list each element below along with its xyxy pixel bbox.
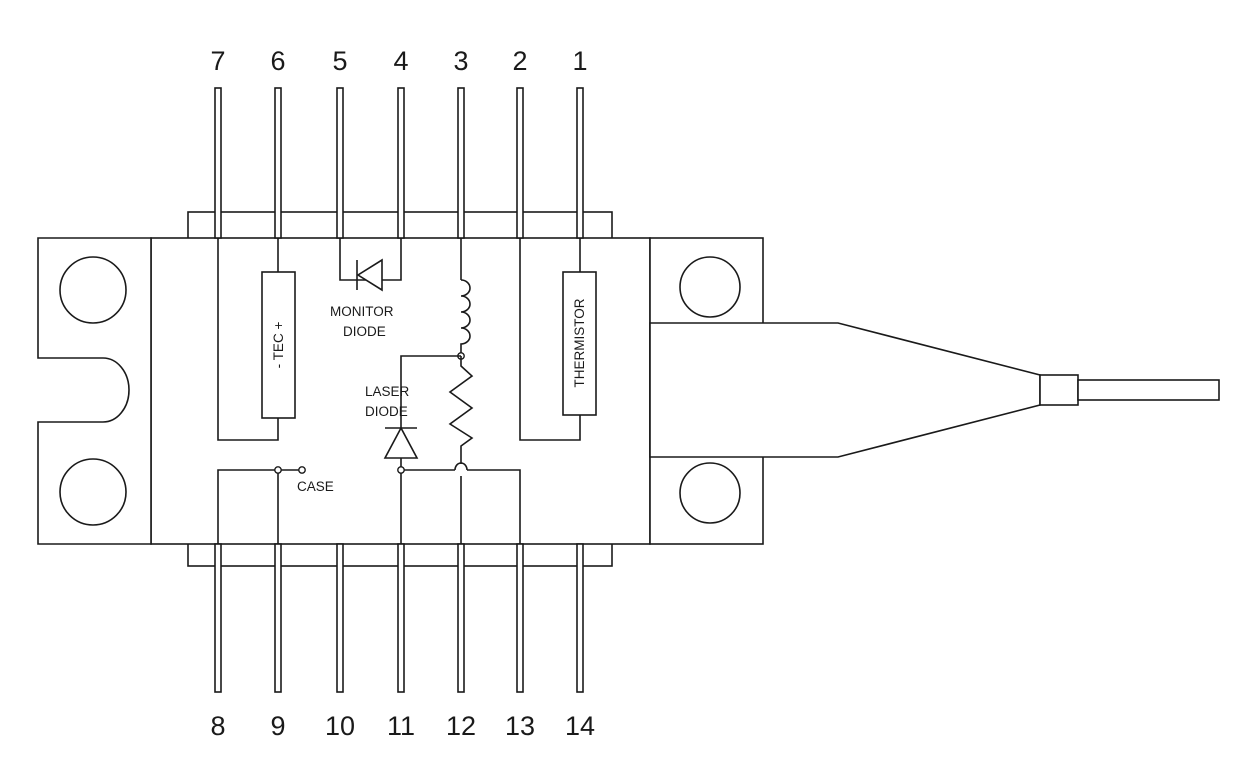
optical-fiber — [1077, 379, 1220, 401]
lead-pin-14 — [576, 543, 584, 693]
bottom-leads — [214, 543, 584, 693]
case-ground-circuit: CASE — [217, 466, 334, 544]
pin-number-12: 12 — [446, 711, 476, 741]
pin-number-13: 13 — [505, 711, 535, 741]
thermistor-label: THERMISTOR — [572, 298, 587, 387]
lead-pin-3 — [457, 87, 465, 239]
pin-number-5: 5 — [332, 46, 347, 76]
lead-pin-6 — [274, 87, 282, 239]
pin-number-7: 7 — [210, 46, 225, 76]
lead-pin-13 — [516, 543, 524, 693]
lead-pin-12 — [457, 543, 465, 693]
left-upper-mounting-hole — [59, 256, 127, 324]
lead-pin-9 — [274, 543, 282, 693]
laser-diode-label-line2: DIODE — [365, 404, 408, 419]
pin-number-14: 14 — [565, 711, 595, 741]
fiber-ferrule — [1039, 374, 1079, 406]
lead-pin-4 — [397, 87, 405, 239]
thermistor-circuit: THERMISTOR — [519, 238, 597, 441]
lead-pin-10 — [336, 543, 344, 693]
tec-element — [261, 271, 296, 419]
resistor-symbol — [448, 356, 474, 460]
monitor-diode-symbol — [356, 258, 383, 292]
case-node-dot — [274, 466, 282, 474]
pin-number-1: 1 — [572, 46, 587, 76]
top-leads — [214, 87, 584, 239]
case-label: CASE — [297, 479, 334, 494]
right-upper-mounting-hole — [679, 256, 741, 318]
inductor-symbol — [460, 279, 471, 356]
tec-label: - TEC + — [271, 322, 286, 369]
monitor-diode-label-line2: DIODE — [343, 324, 386, 339]
pin-number-11: 11 — [387, 711, 415, 741]
pin-number-10: 10 — [325, 711, 355, 741]
bias-network — [448, 238, 474, 544]
right-lower-mounting-hole — [679, 462, 741, 524]
monitor-diode-label-line1: MONITOR — [330, 304, 394, 319]
node-dot-lower — [397, 466, 405, 474]
pin-number-9: 9 — [270, 711, 285, 741]
thermistor-element — [562, 271, 597, 416]
bottom-pin-numbers: 8 9 10 11 12 13 14 — [210, 711, 595, 741]
fiber-boot — [649, 322, 1041, 458]
lead-pin-2 — [516, 87, 524, 239]
left-lower-mounting-hole — [59, 458, 127, 526]
tec-circuit: - TEC + — [217, 238, 296, 441]
pin-number-8: 8 — [210, 711, 225, 741]
lead-pin-8 — [214, 543, 222, 693]
lead-pin-1 — [576, 87, 584, 239]
case-terminal-dot — [298, 466, 306, 474]
lead-pin-5 — [336, 87, 344, 239]
top-pin-numbers: 7 6 5 4 3 2 1 — [210, 46, 587, 76]
lead-pin-11 — [397, 543, 405, 693]
pin-number-2: 2 — [512, 46, 527, 76]
pin-number-4: 4 — [393, 46, 408, 76]
pin-number-6: 6 — [270, 46, 285, 76]
left-mounting-tab — [37, 237, 152, 545]
monitor-diode-circuit: MONITOR DIODE — [330, 238, 402, 339]
lead-pin-7 — [214, 87, 222, 239]
laser-diode-circuit: LASER DIODE — [365, 355, 521, 544]
laser-diode-label-line1: LASER — [365, 384, 410, 399]
pin-number-3: 3 — [453, 46, 468, 76]
